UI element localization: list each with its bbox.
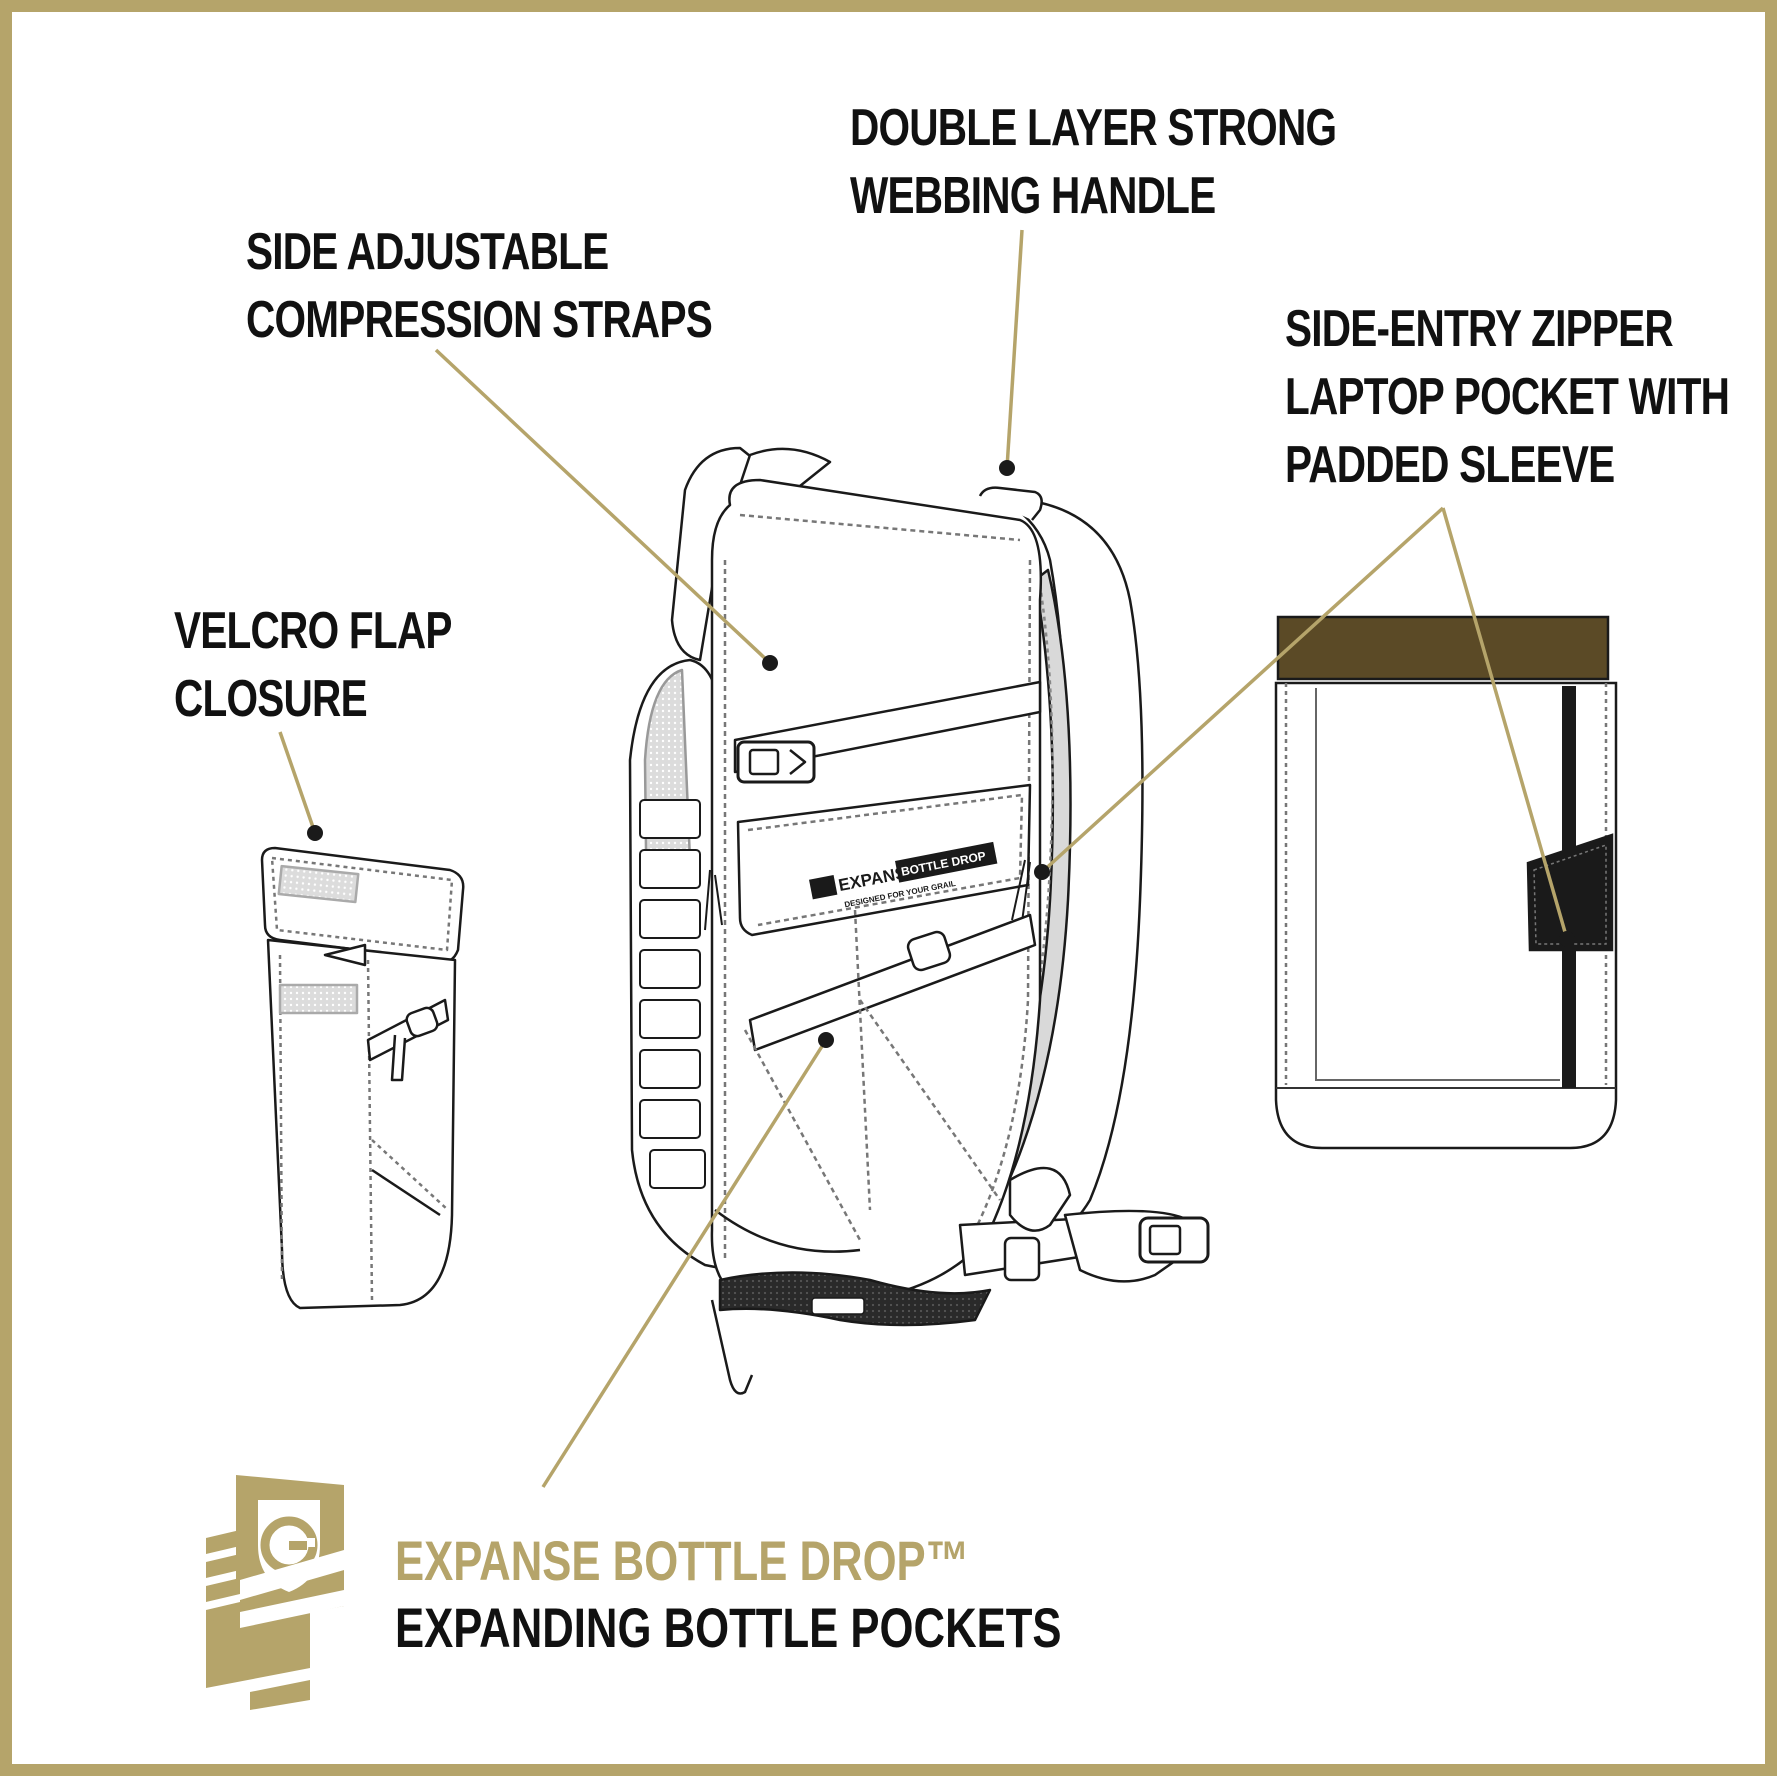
leader-handle (1005, 229, 1024, 469)
leader-bottle-drop (541, 1039, 828, 1488)
callout-laptop-line3: PADDED SLEEVE (1285, 436, 1615, 494)
callout-velcro-line1: VELCRO FLAP (174, 602, 452, 660)
callout-compression-line2: COMPRESSION STRAPS (246, 291, 713, 349)
backpack-illustration (628, 446, 1210, 1395)
leader-velcro (278, 731, 317, 834)
leader-laptop-backpack (1040, 506, 1445, 874)
bottle-pocket-illustration (260, 846, 465, 1310)
shield-g-logo-icon (206, 1475, 344, 1710)
callout-handle: DOUBLE LAYER STRONG WEBBING HANDLE (850, 94, 1337, 230)
leader-lines (278, 229, 1575, 1488)
callout-compression-line1: SIDE ADJUSTABLE (246, 223, 609, 281)
callout-laptop-line2: LAPTOP POCKET WITH (1285, 368, 1730, 426)
leader-compression (434, 348, 772, 665)
feature-description: EXPANDING BOTTLE POCKETS (395, 1596, 1062, 1659)
leader-laptop-sleeve (1441, 507, 1569, 940)
diagram-artwork: EXPANSE BOTTLE DROP DESIGNED FOR YOUR GR… (206, 229, 1618, 1710)
laptop-sleeve-illustration (1274, 615, 1618, 1150)
callout-laptop-line1: SIDE-ENTRY ZIPPER (1285, 300, 1674, 358)
callout-velcro: VELCRO FLAP CLOSURE (174, 597, 452, 733)
callout-compression: SIDE ADJUSTABLE COMPRESSION STRAPS (246, 218, 713, 354)
callout-laptop: SIDE-ENTRY ZIPPER LAPTOP POCKET WITH PAD… (1285, 295, 1730, 499)
callout-handle-line1: DOUBLE LAYER STRONG (850, 99, 1337, 157)
callout-handle-line2: WEBBING HANDLE (850, 167, 1216, 225)
feature-name: EXPANSE BOTTLE DROP™ (395, 1529, 970, 1592)
callout-velcro-line2: CLOSURE (174, 670, 368, 728)
